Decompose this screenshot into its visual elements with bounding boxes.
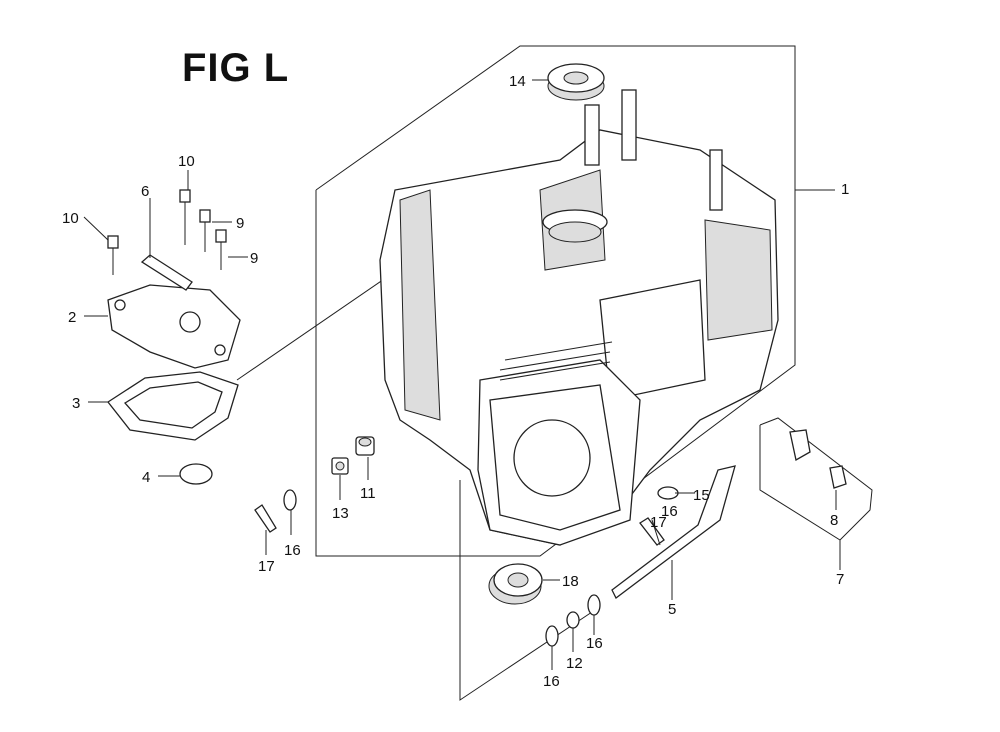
callout-2: 2 (68, 309, 76, 326)
callout-8: 8 (830, 512, 838, 529)
callout-11: 11 (360, 485, 376, 502)
washers-16 (283, 489, 601, 647)
nut-13 (331, 457, 349, 475)
callout-12: 12 (566, 655, 583, 672)
callout-1: 1 (841, 181, 849, 198)
callout-10a: 10 (178, 153, 195, 170)
callout-14: 14 (509, 73, 526, 90)
callout-labels: 1 2 3 4 5 6 7 8 9 9 10 10 11 12 13 14 15… (62, 73, 849, 690)
callout-7: 7 (836, 571, 844, 588)
callout-9a: 9 (236, 215, 244, 232)
crankcase-body (379, 89, 779, 546)
callout-9b: 9 (250, 250, 258, 267)
gasket-3 (107, 371, 239, 441)
callout-4: 4 (142, 469, 150, 486)
tube-6 (140, 254, 193, 291)
cover-plate-2 (107, 284, 241, 369)
callout-5: 5 (668, 601, 676, 618)
figure-title: FIG L (182, 46, 290, 90)
plug-4 (179, 463, 213, 485)
callout-16c: 16 (543, 673, 560, 690)
callout-16b: 16 (586, 635, 603, 652)
callout-17b: 17 (650, 514, 667, 531)
callout-17a: 17 (258, 558, 275, 575)
oil-switch-assembly-7 (759, 417, 873, 541)
callout-13: 13 (332, 505, 349, 522)
callout-10b: 10 (62, 210, 79, 227)
callout-16d: 16 (661, 503, 678, 520)
bearing-18 (488, 563, 543, 605)
callout-3: 3 (72, 395, 80, 412)
callout-16a: 16 (284, 542, 301, 559)
oil-seal-14 (547, 63, 605, 101)
dipstick-5 (611, 465, 736, 599)
callout-18: 18 (562, 573, 579, 590)
callout-6: 6 (141, 183, 149, 200)
bolts (107, 189, 227, 275)
callout-15: 15 (693, 487, 710, 504)
leader-lines (83, 79, 841, 670)
collar-11 (355, 436, 375, 456)
